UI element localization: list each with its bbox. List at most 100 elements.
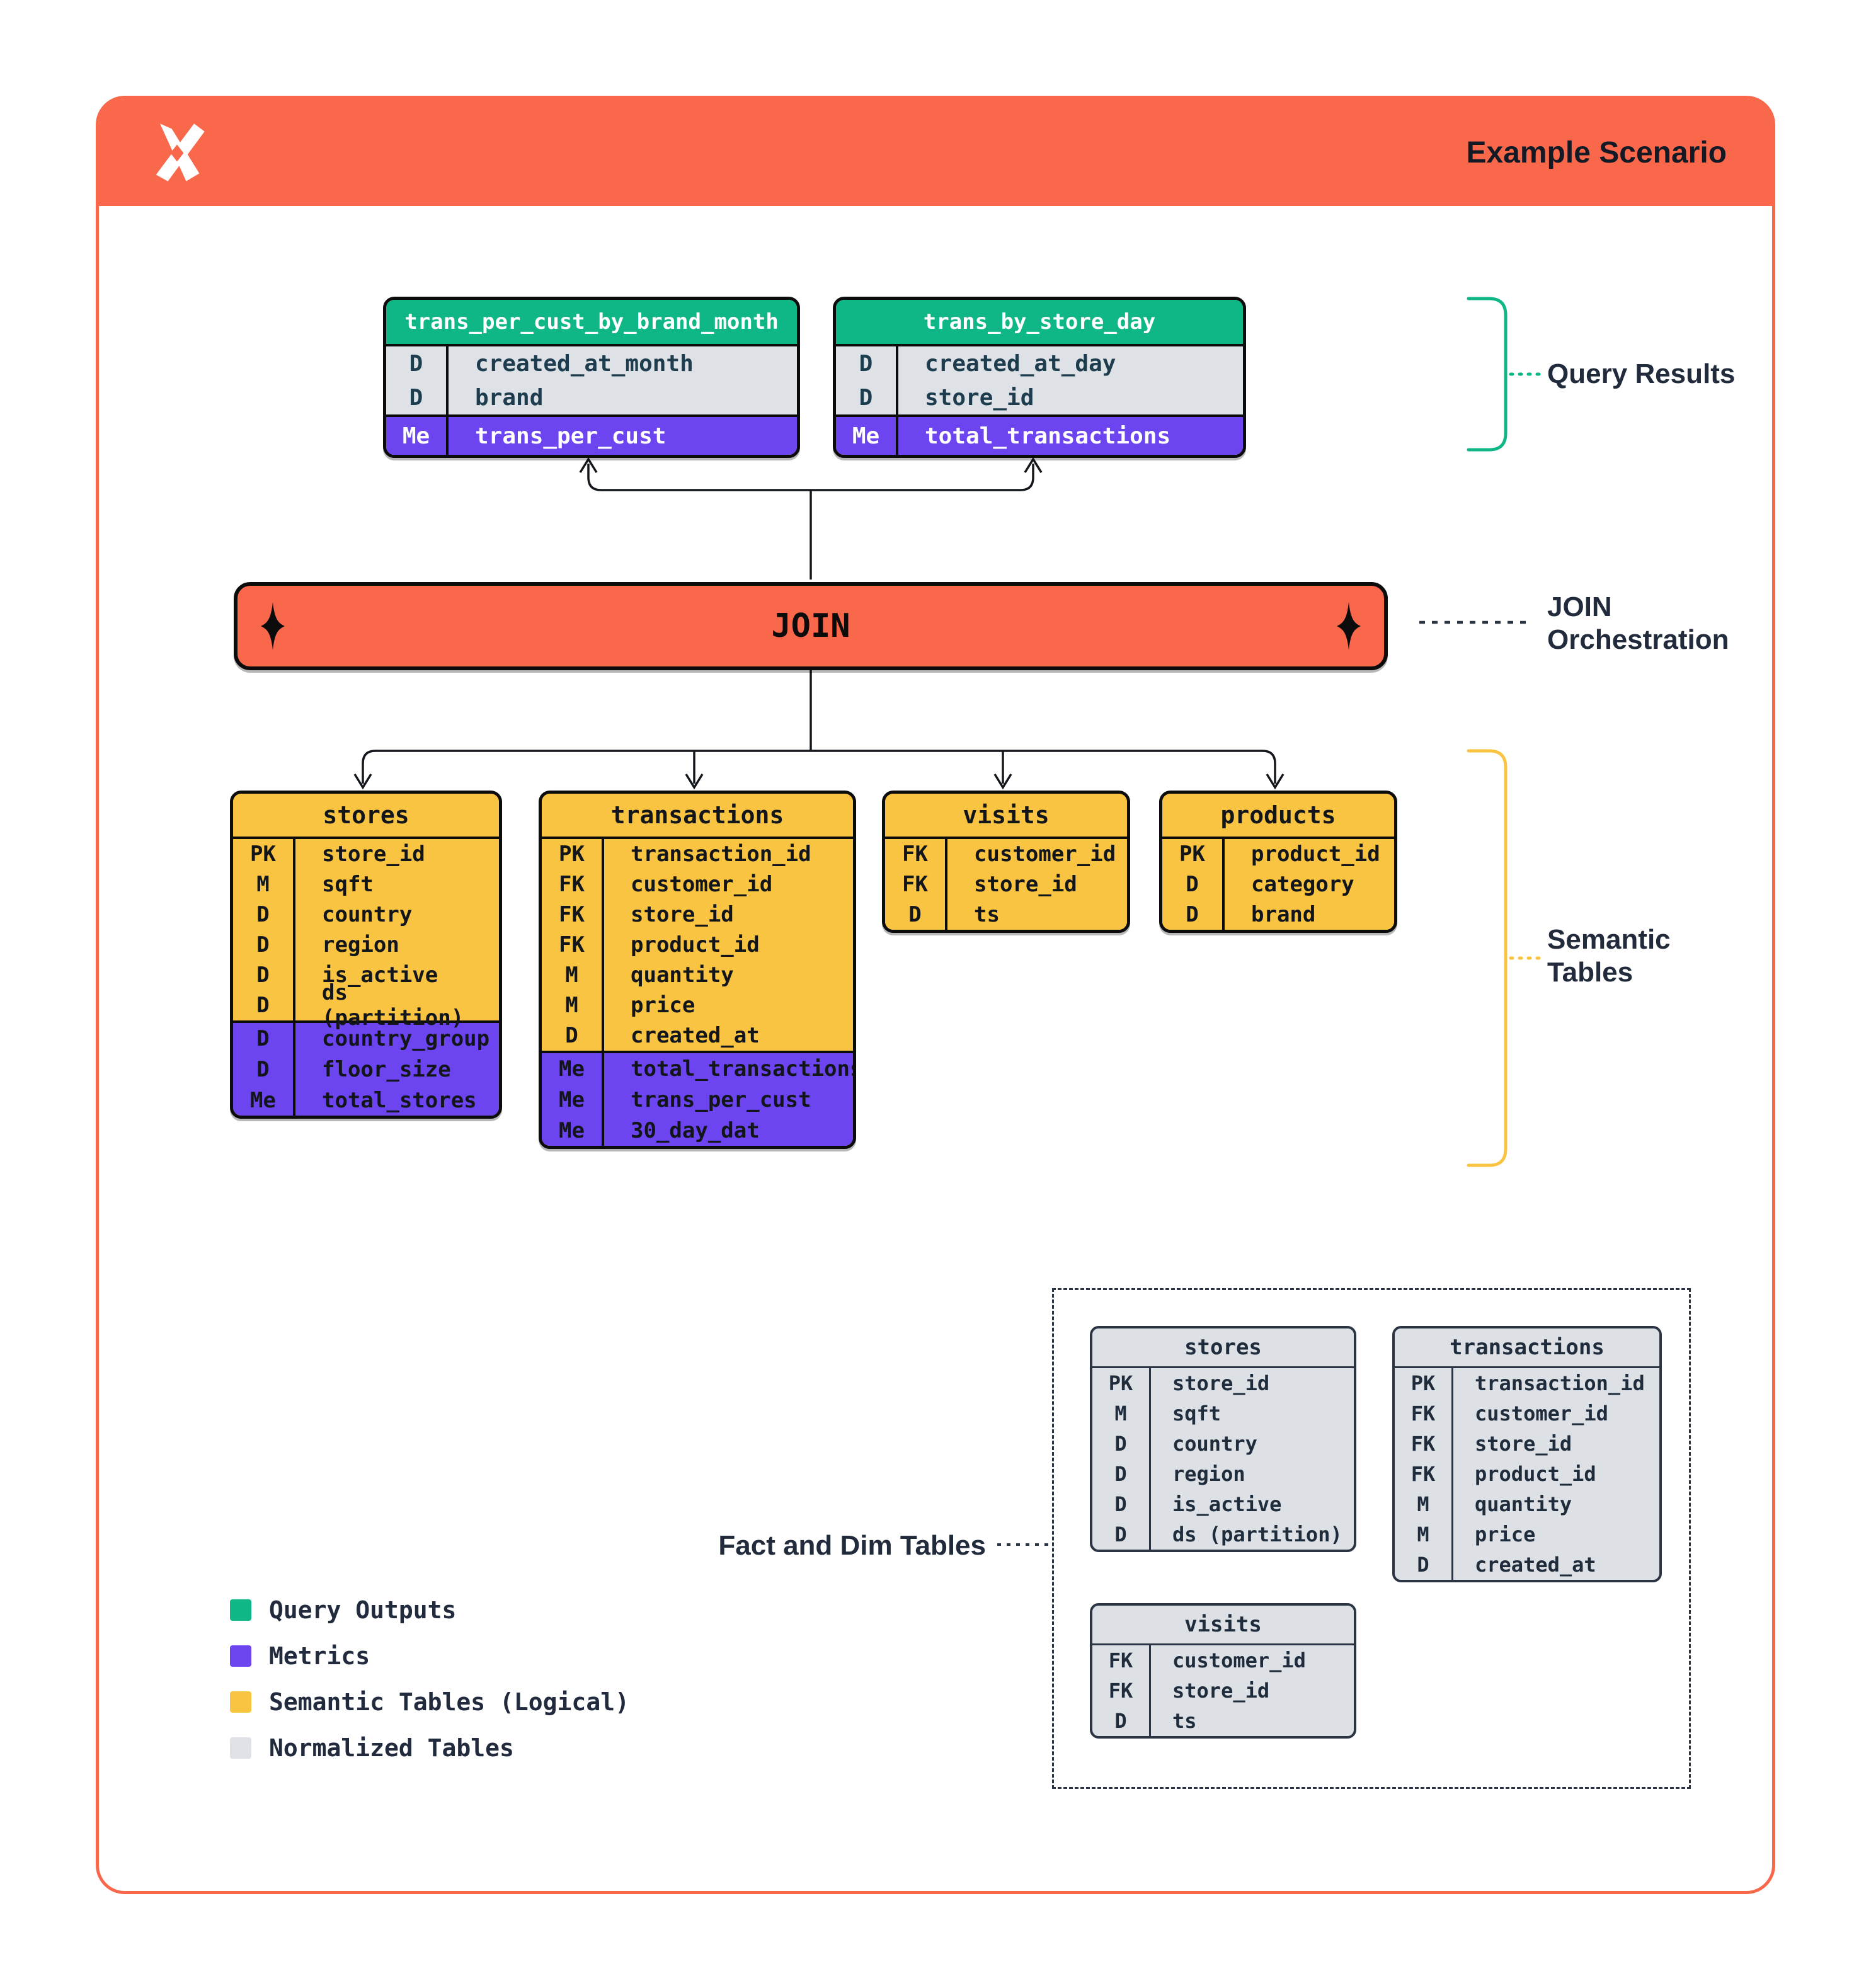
table-row: PK transaction_id	[542, 839, 853, 869]
row-field: transaction_id	[631, 842, 811, 867]
table-title: products	[1162, 794, 1394, 839]
pinwheel-x-logo	[156, 123, 205, 181]
row-field: customer_id	[974, 842, 1116, 867]
row-field: product_id	[1251, 842, 1380, 867]
semantic-tables-line2: Tables	[1547, 957, 1634, 988]
row-key: PK	[1162, 839, 1225, 869]
semantic-tables-line1: Semantic	[1547, 924, 1671, 955]
row-key: D	[1092, 1489, 1151, 1519]
table-title: transactions	[1395, 1328, 1659, 1368]
row-field: brand	[475, 384, 544, 411]
page-title: Example Scenario	[1466, 135, 1727, 169]
row-field: 30_day_dat	[631, 1117, 760, 1143]
row-key: D	[885, 900, 947, 930]
row-field: store_id	[974, 872, 1077, 897]
row-key: FK	[542, 869, 604, 900]
row-key: M	[1395, 1519, 1453, 1550]
row-key: Me	[542, 1053, 604, 1084]
card-header: Example Scenario	[99, 99, 1772, 206]
row-field: store_id	[925, 384, 1034, 411]
row-field: sqft	[322, 872, 374, 897]
row-key: PK	[542, 839, 604, 869]
table-row: PK product_id	[1162, 839, 1394, 869]
row-key: FK	[885, 869, 947, 900]
join-label: JOIN	[771, 607, 850, 645]
fact-dim-label: Fact and Dim Tables	[712, 1529, 986, 1562]
row-key: D	[1162, 900, 1225, 930]
row-field: trans_per_cust	[631, 1087, 811, 1112]
row-key: M	[542, 960, 604, 990]
join-orchestration-label: JOIN Orchestration	[1547, 591, 1729, 656]
row-field: quantity	[1475, 1492, 1572, 1516]
legend-label: Semantic Tables (Logical)	[269, 1688, 629, 1716]
row-key: Me	[542, 1084, 604, 1115]
row-key: D	[233, 930, 295, 960]
row-field: floor_size	[322, 1056, 451, 1082]
row-key: FK	[1092, 1676, 1151, 1706]
table-title: stores	[1092, 1328, 1354, 1368]
fact-dim-text: Fact and Dim Tables	[718, 1530, 986, 1561]
query-results-text: Query Results	[1547, 358, 1736, 389]
row-field: price	[631, 993, 695, 1018]
legend-label: Normalized Tables	[269, 1734, 514, 1762]
legend-label: Metrics	[269, 1642, 370, 1670]
row-key: PK	[233, 839, 295, 869]
row-field: is_active	[1172, 1492, 1282, 1516]
row-key: PK	[1092, 1368, 1151, 1398]
row-field: sqft	[1172, 1402, 1222, 1425]
row-key: FK	[1395, 1398, 1453, 1429]
table-row: FK store_id	[885, 869, 1127, 900]
row-field: store_id	[1172, 1679, 1270, 1703]
row-key: M	[1092, 1398, 1151, 1429]
table-title: stores	[233, 794, 499, 839]
metrics-swatch-icon	[230, 1645, 251, 1667]
row-key: D	[1395, 1550, 1453, 1580]
row-field: ds (partition)	[1172, 1522, 1342, 1546]
row-key: Me	[386, 417, 449, 455]
row-field: total_transactions	[631, 1056, 856, 1082]
row-key: D	[233, 1054, 295, 1085]
row-field: country	[1172, 1432, 1257, 1456]
row-key: D	[233, 900, 295, 930]
row-key: D	[386, 346, 449, 380]
table-row: Me trans_per_cust	[542, 1084, 853, 1115]
row-field: ts	[974, 902, 1000, 927]
row-key: D	[233, 990, 295, 1020]
row-field: created_at	[631, 1023, 760, 1048]
row-field: ts	[1172, 1709, 1197, 1733]
row-field: total_transactions	[925, 423, 1171, 449]
row-field: is_active	[322, 963, 438, 988]
row-field: total_stores	[322, 1087, 477, 1113]
row-key: D	[1092, 1429, 1151, 1459]
